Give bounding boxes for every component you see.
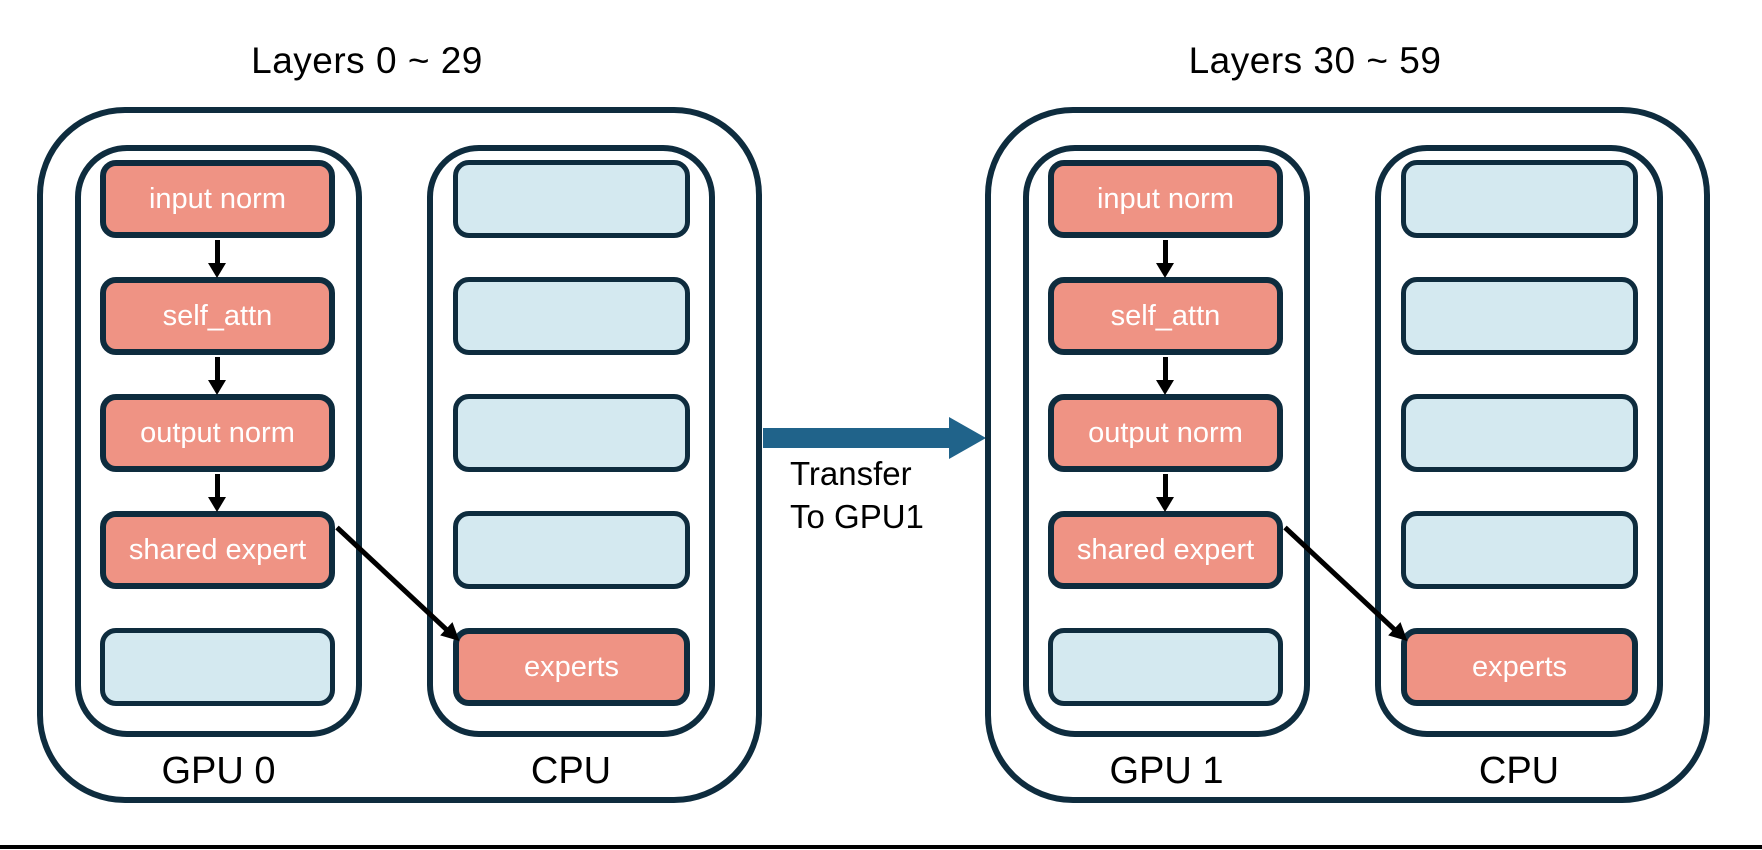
cpu-label: CPU [1478,750,1560,792]
empty-slot [1401,511,1638,589]
empty-slot [453,511,690,589]
empty-slot [453,160,690,238]
module-box-shared-expert: shared expert [100,511,335,589]
empty-slot [453,277,690,355]
flow-arrow-down-icon [208,357,226,395]
empty-slot [1401,277,1638,355]
module-box-input-norm: input norm [100,160,335,238]
module-box-experts: experts [453,628,690,706]
transfer-arrow-icon [763,428,949,448]
module-box-self-attn: self_attn [1048,277,1283,355]
gpu-label: GPU 1 [1109,750,1224,792]
flow-arrow-down-icon [208,240,226,278]
empty-slot [1401,160,1638,238]
slide-bottom-border [0,845,1762,849]
empty-slot [100,628,335,706]
flow-arrow-down-icon [1156,474,1174,512]
gpu-label: GPU 0 [161,750,276,792]
flow-arrow-down-icon [1156,357,1174,395]
transfer-label: Transfer To GPU1 [790,455,924,535]
empty-slot [1048,628,1283,706]
flow-arrow-down-icon [1156,240,1174,278]
module-box-output-norm: output norm [100,394,335,472]
empty-slot [453,394,690,472]
cpu-label: CPU [530,750,612,792]
layer-group-1: Layers 30 ~ 59 input norm self_attn outp… [985,0,1710,850]
module-box-self-attn: self_attn [100,277,335,355]
module-box-experts: experts [1401,628,1638,706]
empty-slot [1401,394,1638,472]
group-title: Layers 0 ~ 29 [251,40,483,81]
transfer-arrow-head-icon [949,417,986,459]
group-title: Layers 30 ~ 59 [1188,40,1442,81]
module-box-output-norm: output norm [1048,394,1283,472]
flow-arrow-down-icon [208,474,226,512]
module-box-shared-expert: shared expert [1048,511,1283,589]
module-box-input-norm: input norm [1048,160,1283,238]
layer-group-0: Layers 0 ~ 29 input norm self_attn outpu… [37,0,762,850]
